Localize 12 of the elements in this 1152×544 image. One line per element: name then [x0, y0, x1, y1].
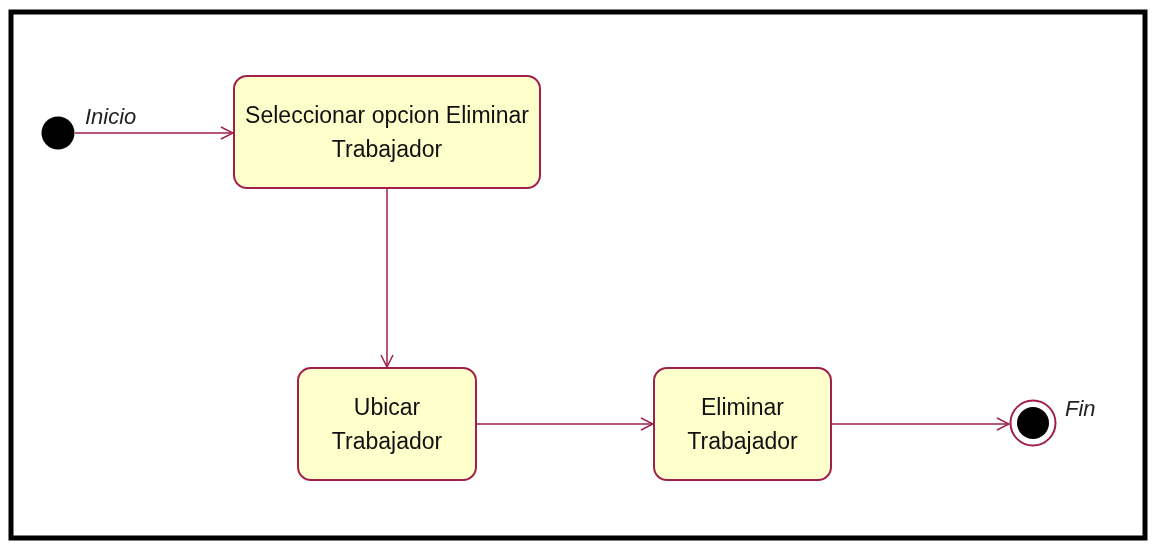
state-label: Ubicar Trabajador [330, 393, 444, 456]
arrow [831, 417, 1010, 431]
state-box [653, 367, 832, 481]
arrow [476, 417, 654, 431]
state-box [297, 367, 477, 481]
state-box [233, 75, 541, 189]
state-caption: Inicio [85, 104, 137, 130]
state-label: Seleccionar opcion Eliminar Trabajador [245, 101, 529, 164]
state-caption: Fin [1065, 396, 1096, 422]
state-label: Eliminar Trabajador [686, 393, 799, 456]
arrow [74, 126, 234, 140]
arrow [380, 188, 394, 368]
